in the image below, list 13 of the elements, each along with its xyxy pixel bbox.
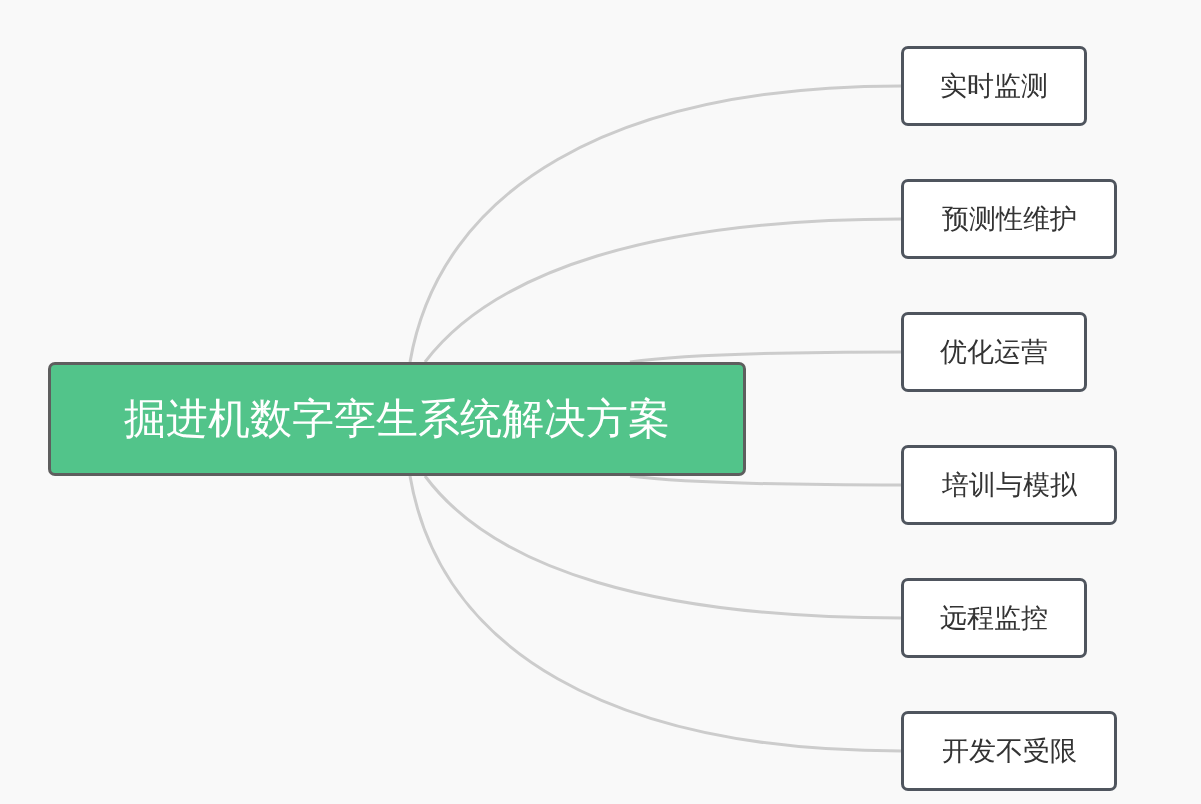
connector-line — [629, 350, 901, 364]
topic-box: 开发不受限 — [901, 711, 1117, 791]
connector-line — [629, 474, 901, 487]
central-topic-box: 掘进机数字孪生系统解决方案 — [48, 362, 746, 476]
connector-line — [423, 217, 902, 363]
connector-line — [408, 84, 902, 363]
topic-box: 实时监测 — [901, 46, 1087, 126]
connector-line — [423, 475, 902, 620]
topic-box: 预测性维护 — [901, 179, 1117, 259]
topic-box: 培训与模拟 — [901, 445, 1117, 525]
topic-box: 远程监控 — [901, 578, 1087, 658]
topic-box: 优化运营 — [901, 312, 1087, 392]
connector-line — [408, 475, 902, 753]
